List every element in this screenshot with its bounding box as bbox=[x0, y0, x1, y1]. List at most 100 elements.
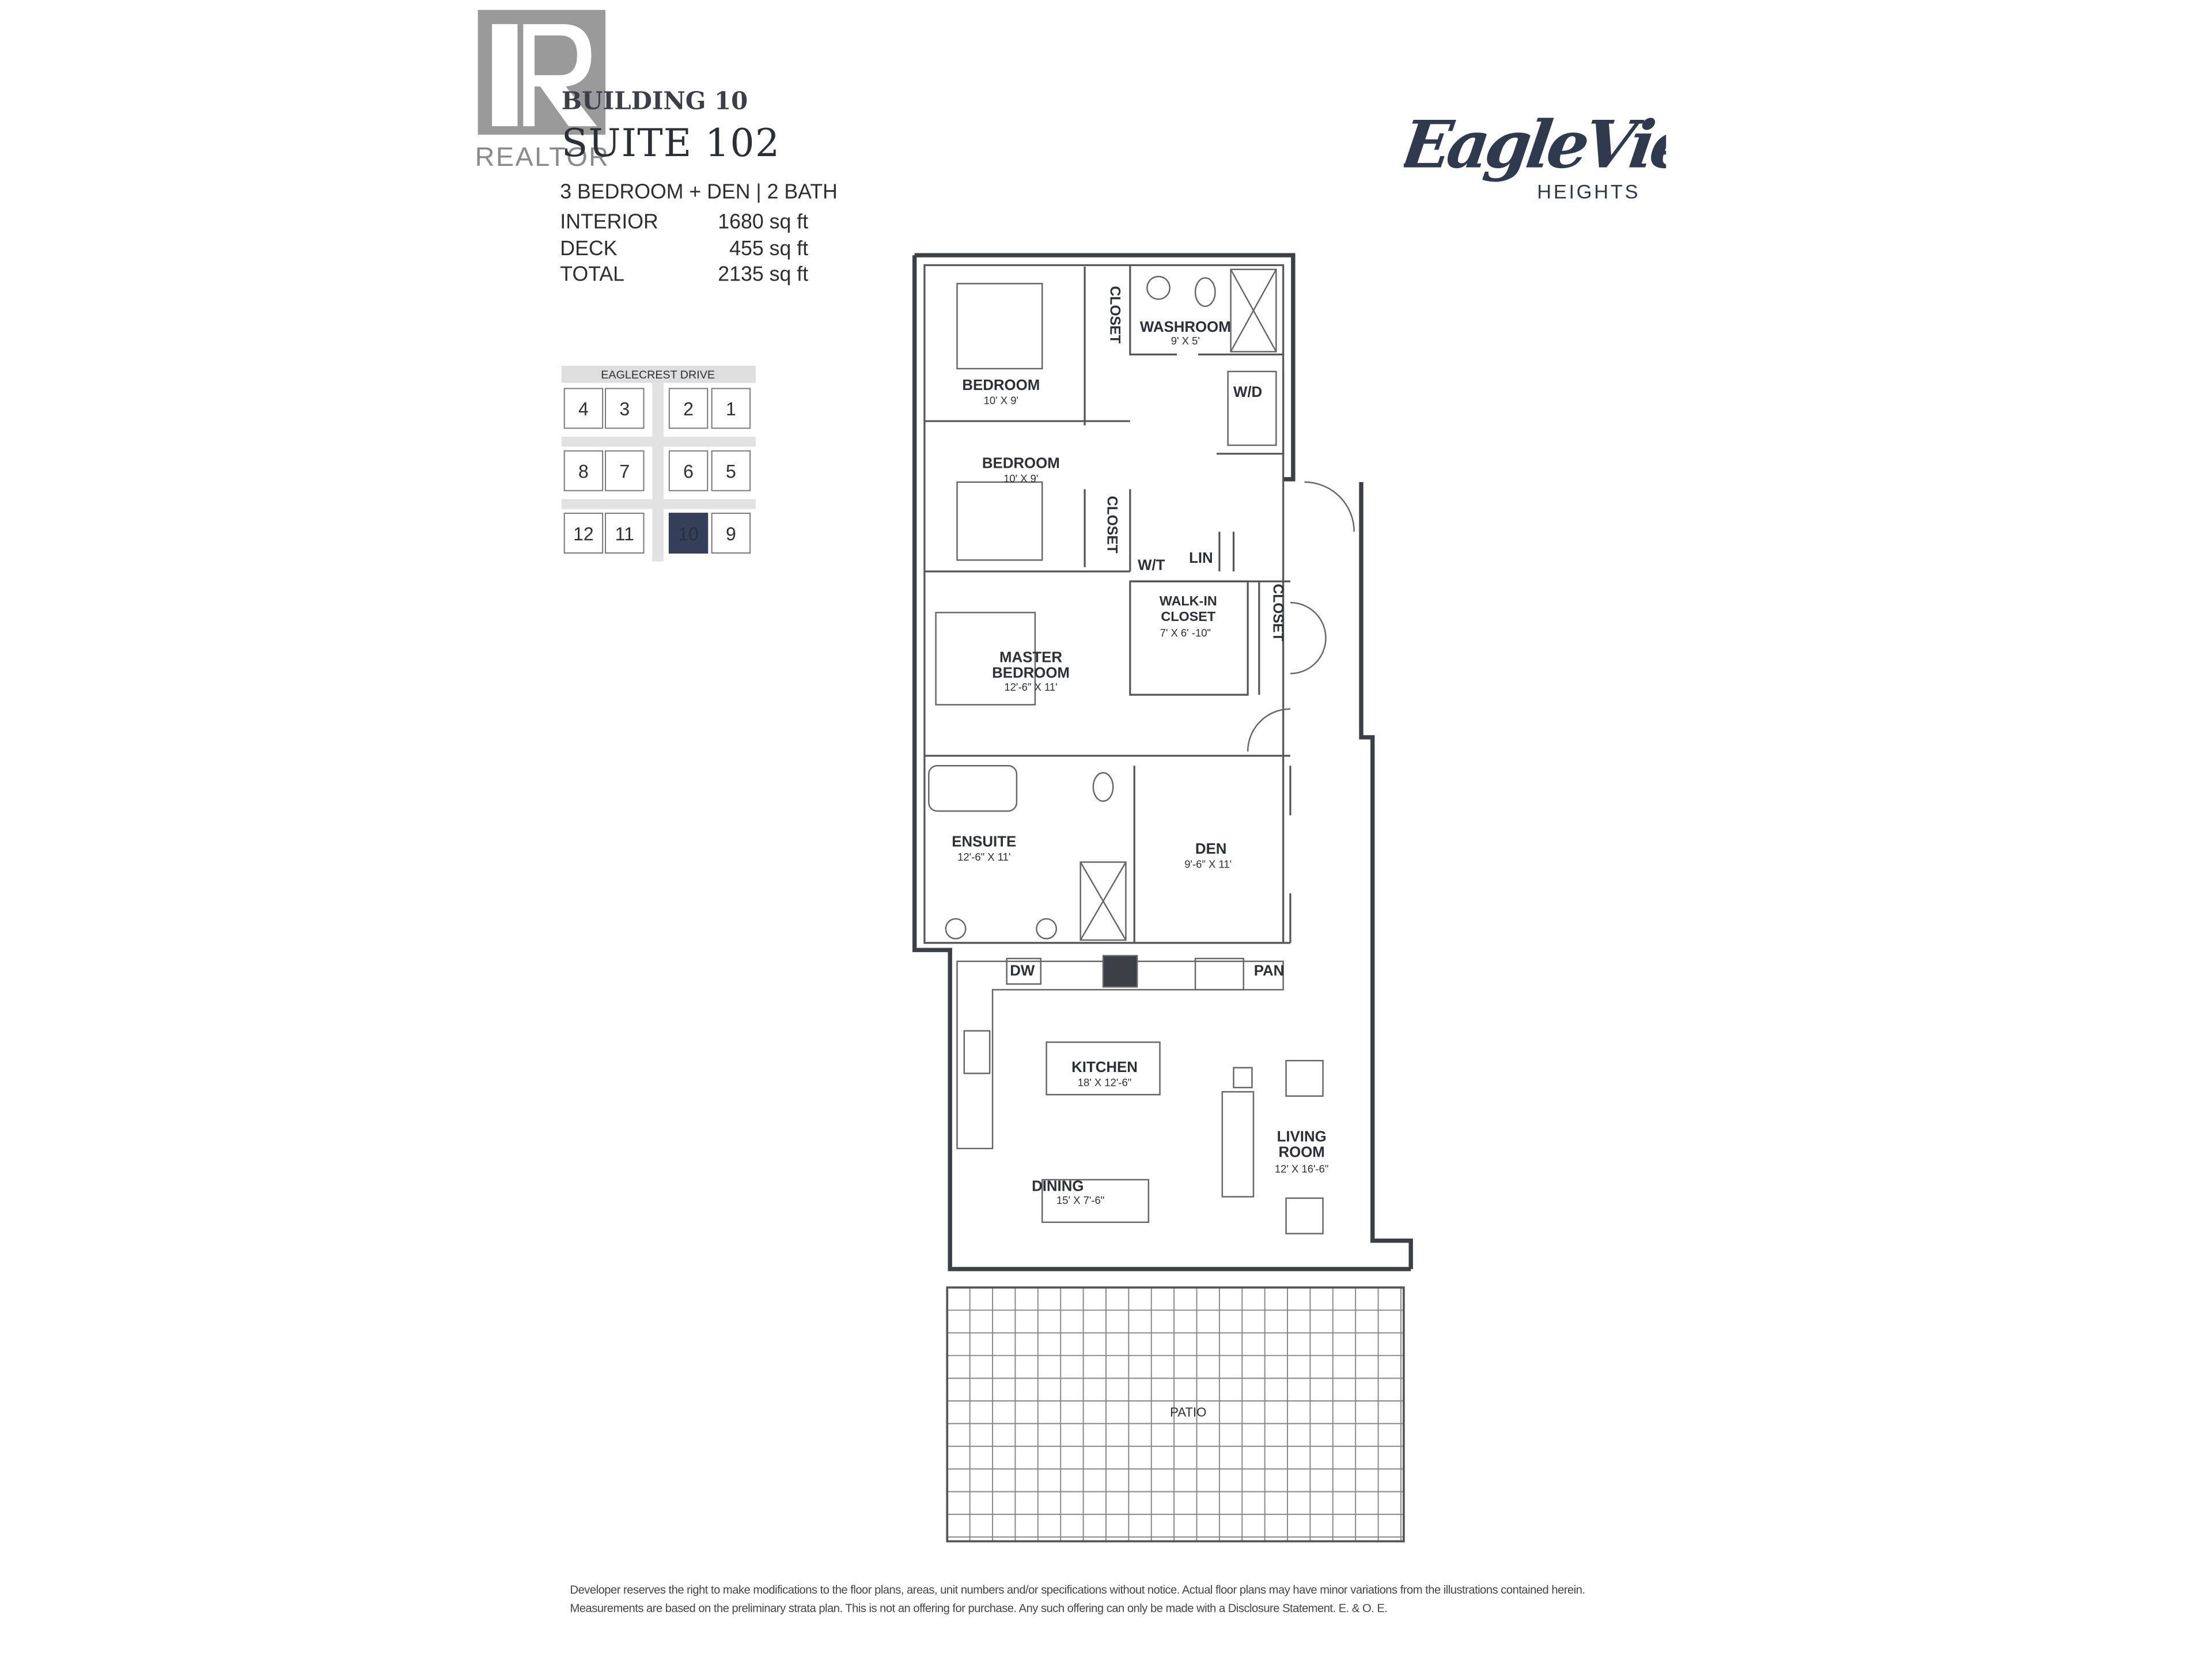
stat-label: TOTAL bbox=[560, 263, 625, 287]
key-plan-building-6: 6 bbox=[668, 450, 709, 491]
street-label: EAGLECREST DRIVE bbox=[601, 369, 715, 381]
dishwasher bbox=[1006, 957, 1041, 985]
stove-icon bbox=[1102, 955, 1138, 988]
brand-sub: HEIGHTS bbox=[1537, 181, 1640, 203]
sink-icon bbox=[1036, 918, 1058, 940]
room-dims: 15' X 7'-6" bbox=[1056, 1194, 1104, 1206]
room-label-walkin: CLOSET bbox=[1161, 609, 1216, 624]
exterior-walls bbox=[912, 253, 1413, 1271]
room-label-closet: CLOSET bbox=[1104, 496, 1119, 554]
room-label-washroom: WASHROOM bbox=[1140, 319, 1231, 335]
stat-value: 2135 sq ft bbox=[718, 263, 809, 287]
fridge bbox=[1194, 957, 1244, 991]
sink-icon bbox=[1146, 275, 1171, 300]
room-label-bedroom: BEDROOM bbox=[982, 455, 1060, 471]
shower-icon bbox=[1230, 268, 1277, 353]
svg-text:10: 10 bbox=[678, 524, 699, 544]
entry-door-swing bbox=[1304, 481, 1355, 532]
stat-label: DECK bbox=[560, 238, 618, 261]
patio-outline bbox=[946, 1286, 1405, 1543]
room-label-den: DEN bbox=[1195, 841, 1227, 857]
stat-value: 455 sq ft bbox=[729, 238, 809, 261]
room-label-bedroom: BEDROOM bbox=[962, 377, 1040, 393]
toilet-icon bbox=[1092, 772, 1114, 802]
key-plan-building-2: 2 bbox=[668, 388, 709, 429]
room-dims: 12' X 16'-6" bbox=[1275, 1163, 1329, 1175]
stat-total: TOTAL 2135 sq ft bbox=[560, 264, 808, 286]
kitchen-sink-icon bbox=[963, 1030, 991, 1074]
legal-disclaimer: Developer reserves the right to make mod… bbox=[570, 1581, 1662, 1618]
eagleview-heights-logo: EagleView HEIGHTS bbox=[1404, 106, 1666, 203]
side-table bbox=[1233, 1067, 1253, 1089]
room-dims: 18' X 12'-6" bbox=[1078, 1077, 1132, 1089]
bed-icon bbox=[935, 612, 1036, 706]
kitchen-counter bbox=[956, 960, 1284, 1150]
label-dishwasher: DW bbox=[1010, 963, 1035, 979]
bathtub-icon bbox=[928, 764, 1018, 812]
room-label-ensuite: ENSUITE bbox=[952, 834, 1016, 850]
svg-text:9: 9 bbox=[726, 524, 736, 544]
svg-text:7: 7 bbox=[619, 461, 630, 482]
svg-text:4: 4 bbox=[578, 399, 589, 419]
room-label-wt: W/T bbox=[1138, 558, 1165, 574]
room-dims: 12'-6" X 11' bbox=[957, 851, 1010, 863]
kitchen-island bbox=[1046, 1041, 1161, 1096]
key-plan-building-11: 11 bbox=[605, 513, 645, 554]
svg-text:11: 11 bbox=[615, 524, 634, 544]
key-plan-building-12: 12 bbox=[563, 513, 604, 554]
toilet-icon bbox=[1194, 277, 1216, 307]
unit-configuration: 3 BEDROOM + DEN | 2 BATH bbox=[560, 181, 838, 204]
sofa-icon bbox=[1221, 1091, 1255, 1198]
brand-script: EagleView bbox=[1404, 106, 1666, 183]
room-label-walkin: WALK-IN bbox=[1160, 593, 1217, 608]
room-label-living: ROOM bbox=[1278, 1145, 1324, 1161]
room-label-living: LIVING bbox=[1277, 1129, 1327, 1145]
key-plan-building-1: 1 bbox=[711, 388, 751, 429]
dining-table bbox=[1041, 1179, 1150, 1224]
room-dims: 7' X 6' -10" bbox=[1160, 627, 1211, 639]
key-plan-building-3: 3 bbox=[605, 388, 645, 429]
label-pantry: PAN bbox=[1254, 963, 1285, 979]
realtor-watermark-text: REALTOR bbox=[475, 143, 610, 173]
sink-icon bbox=[945, 918, 967, 940]
room-label-linen: LIN bbox=[1189, 550, 1213, 566]
disclaimer-line: Developer reserves the right to make mod… bbox=[570, 1584, 1586, 1597]
room-dims: 12'-6" X 11' bbox=[1004, 681, 1057, 693]
room-label-wd: W/D bbox=[1233, 384, 1262, 400]
room-label-patio: PATIO bbox=[1170, 1405, 1206, 1419]
room-dims: 9' X 5' bbox=[1171, 335, 1200, 347]
room-label-closet: CLOSET bbox=[1270, 584, 1285, 641]
room-label-master: MASTER bbox=[999, 650, 1062, 666]
room-dims: 9'-6" X 11' bbox=[1184, 858, 1232, 870]
svg-text:1: 1 bbox=[726, 399, 736, 419]
fixtures bbox=[928, 268, 1355, 1234]
bed-icon bbox=[956, 283, 1043, 370]
key-plan-building-8: 8 bbox=[563, 450, 604, 491]
svg-text:6: 6 bbox=[683, 461, 694, 482]
room-label-dining: DINING bbox=[1032, 1179, 1084, 1195]
realtor-r-icon bbox=[492, 24, 597, 127]
disclaimer-line: Measurements are based on the preliminar… bbox=[570, 1602, 1388, 1615]
realtor-logo bbox=[478, 10, 606, 135]
stat-label: INTERIOR bbox=[560, 211, 658, 234]
stat-deck: DECK 455 sq ft bbox=[560, 238, 808, 261]
room-dims: 10' X 9' bbox=[1003, 472, 1038, 484]
armchair-icon bbox=[1285, 1197, 1324, 1234]
shower-icon bbox=[1080, 861, 1127, 941]
suite-title: SUITE 102 bbox=[561, 122, 781, 166]
room-label-kitchen: KITCHEN bbox=[1071, 1059, 1138, 1075]
svg-text:2: 2 bbox=[683, 399, 694, 419]
svg-text:3: 3 bbox=[619, 399, 630, 419]
svg-text:12: 12 bbox=[573, 524, 594, 544]
bed-icon bbox=[956, 481, 1043, 561]
svg-text:8: 8 bbox=[578, 461, 589, 482]
room-label-master: BEDROOM bbox=[992, 665, 1070, 681]
armchair-icon bbox=[1285, 1059, 1324, 1097]
key-plan-building-5: 5 bbox=[711, 450, 751, 491]
room-label-closet: CLOSET bbox=[1107, 286, 1122, 344]
interior-walls bbox=[923, 264, 1291, 944]
